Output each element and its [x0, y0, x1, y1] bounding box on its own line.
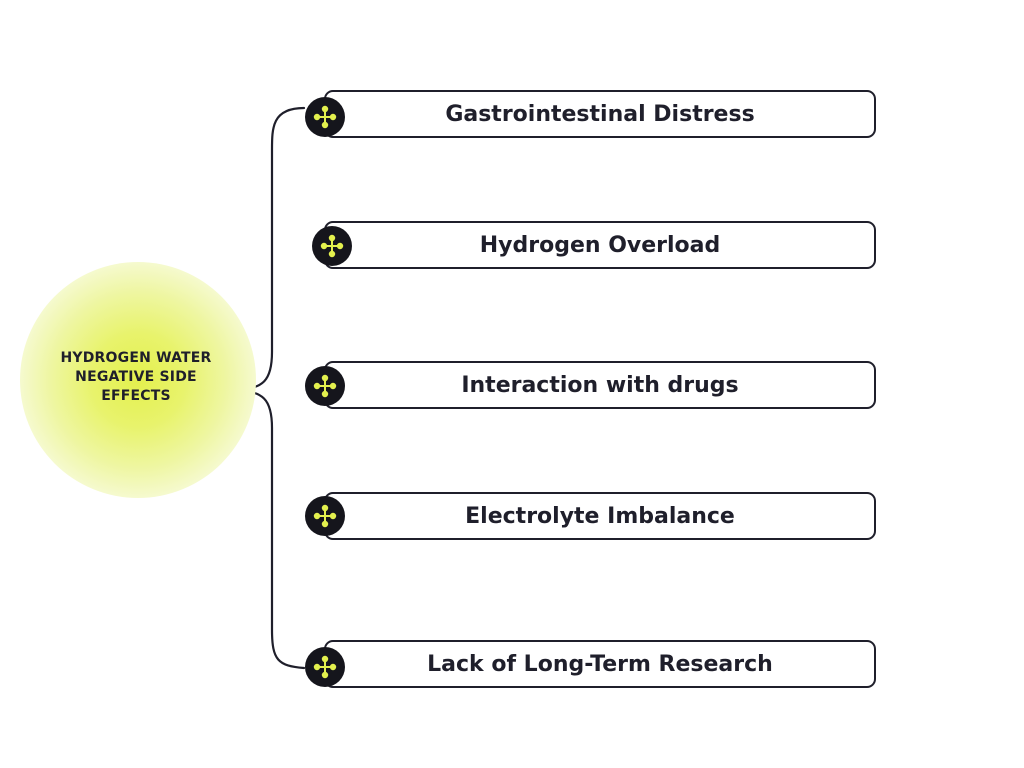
item-box-gastrointestinal-distress: Gastrointestinal Distress [324, 90, 876, 138]
center-title: HYDROGEN WATER NEGATIVE SIDE EFFECTS [60, 350, 212, 404]
move-arrows-icon [312, 226, 352, 266]
item-label: Lack of Long-Term Research [427, 651, 773, 677]
move-arrows-icon [305, 647, 345, 687]
move-arrows-icon [305, 496, 345, 536]
move-arrows-icon [305, 366, 345, 406]
item-label: Gastrointestinal Distress [445, 101, 755, 127]
item-label: Interaction with drugs [461, 372, 739, 398]
item-box-electrolyte-imbalance: Electrolyte Imbalance [324, 492, 876, 540]
item-label: Electrolyte Imbalance [465, 503, 735, 529]
item-box-hydrogen-overload: Hydrogen Overload [324, 221, 876, 269]
move-arrows-icon [305, 97, 345, 137]
item-box-lack-of-long-term-research: Lack of Long-Term Research [324, 640, 876, 688]
item-box-interaction-with-drugs: Interaction with drugs [324, 361, 876, 409]
center-glow [20, 262, 256, 498]
item-label: Hydrogen Overload [479, 232, 721, 258]
